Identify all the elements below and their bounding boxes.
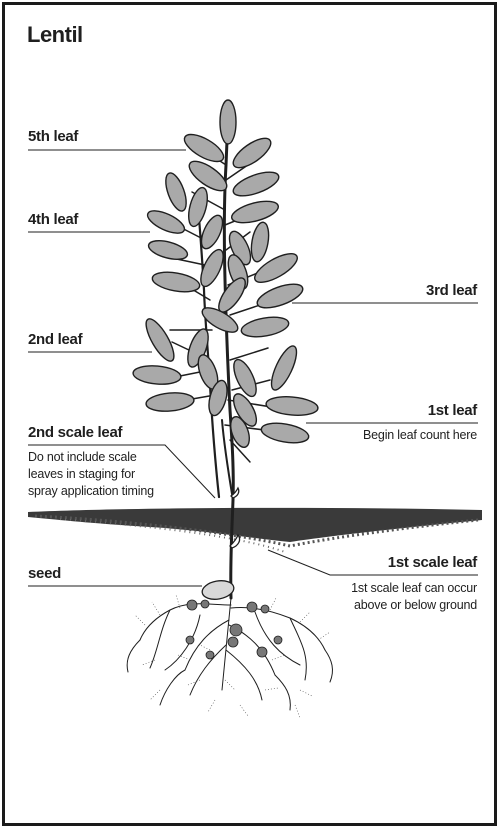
label-5th-leaf: 5th leaf (28, 128, 78, 145)
label-1st-leaf: 1st leaf (428, 402, 477, 419)
note-1st-scale-leaf: 1st scale leaf can occur above or below … (351, 580, 477, 614)
note-1st-scale-line: 1st scale leaf can occur (351, 580, 477, 597)
label-4th-leaf: 4th leaf (28, 211, 78, 228)
note-1st-leaf: Begin leaf count here (363, 427, 477, 444)
root-nodules (186, 600, 282, 659)
soil-band (28, 508, 482, 552)
note-1st-scale-line: above or below ground (351, 597, 477, 614)
note-2nd-scale-leaf: Do not include scale leaves in staging f… (28, 449, 154, 500)
label-seed: seed (28, 565, 61, 582)
label-3rd-leaf: 3rd leaf (426, 282, 477, 299)
label-2nd-leaf: 2nd leaf (28, 331, 82, 348)
label-1st-scale-leaf: 1st scale leaf (388, 554, 477, 571)
note-2nd-scale-line: spray application timing (28, 483, 154, 500)
note-2nd-scale-line: Do not include scale (28, 449, 154, 466)
roots (127, 598, 332, 710)
note-2nd-scale-line: leaves in staging for (28, 466, 154, 483)
label-2nd-scale-leaf: 2nd scale leaf (28, 424, 122, 441)
